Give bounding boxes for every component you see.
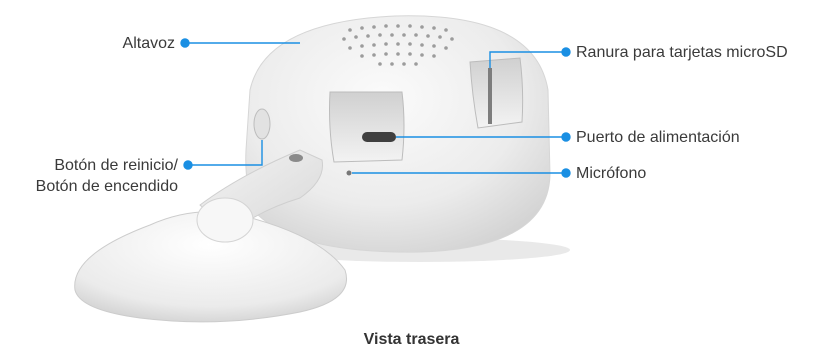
callout-dot-power [562,133,570,141]
figure-caption: Vista trasera [0,331,823,349]
reset-button-shape [254,109,270,139]
power-port-label: Puerto de alimentación [576,127,740,148]
reset-label-line2: Botón de encendido [36,176,178,197]
base-ball-joint [197,198,253,242]
reset-label-line1: Botón de reinicio/ [54,155,178,176]
microsd-recess [470,58,523,128]
callout-dot-microphone [562,169,570,177]
speaker-label: Altavoz [123,33,175,54]
stand-screw [289,154,303,162]
microphone-hole [347,171,352,176]
microsd-slot [488,68,492,124]
microphone-label: Micrófono [576,163,646,184]
power-port-recess [330,92,405,162]
callout-dot-microsd [562,48,570,56]
callout-dot-reset [184,161,192,169]
microsd-label: Ranura para tarjetas microSD [576,42,788,63]
callout-dot-speaker [181,39,189,47]
power-port [362,132,396,142]
